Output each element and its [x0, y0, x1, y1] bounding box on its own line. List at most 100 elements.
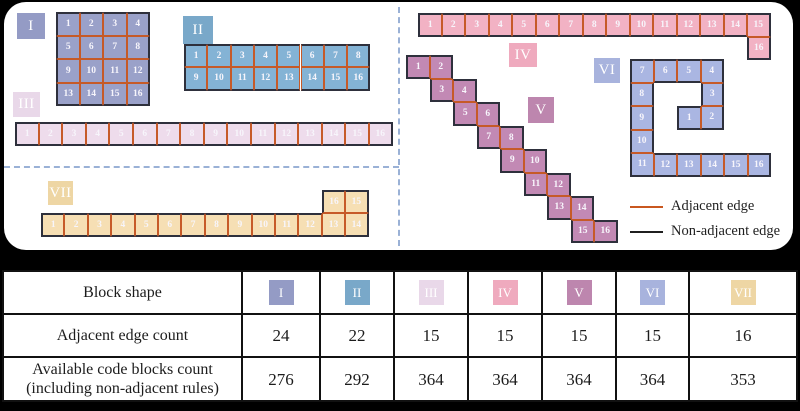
- shape-V-cell-15: 15: [570, 219, 594, 243]
- table-shape-IV-badge: IV: [492, 280, 518, 305]
- shape-II-cell-6: 6: [300, 44, 324, 68]
- shape-III-cell-10: 10: [227, 122, 251, 146]
- shape-VI-cell-13: 13: [677, 153, 701, 177]
- table-badge-cell-VI: VI: [617, 272, 688, 313]
- shape-IV-cell-11: 11: [653, 13, 677, 37]
- shape-I-cell-9: 9: [56, 59, 80, 83]
- legend-label-adjacent-edge: Adjacent edge: [671, 198, 755, 214]
- shape-I-cell-12: 12: [126, 59, 150, 83]
- table-adjacent-count-VII: 16: [690, 315, 796, 356]
- shape-I-cell-6: 6: [79, 35, 103, 59]
- shape-IV-cell-8: 8: [582, 13, 606, 37]
- shape-III-cell-5: 5: [109, 122, 133, 146]
- shape-VII-cell-7: 7: [181, 213, 205, 237]
- shape-I-cell-2: 2: [79, 12, 103, 36]
- shape-II-cell-5: 5: [277, 44, 301, 68]
- table-badge-cell-III: III: [395, 272, 467, 313]
- shape-V-cell-6: 6: [476, 102, 500, 126]
- shape-V-cell-14: 14: [570, 196, 594, 220]
- shape-VII-cell-6: 6: [158, 213, 182, 237]
- shape-VII-cell-9: 9: [228, 213, 252, 237]
- shape-VI-cell-12: 12: [653, 153, 677, 177]
- shape-II-cell-13: 13: [277, 67, 301, 91]
- table-header-available-blocks-blocks_line2: (including non-adjacent rules): [26, 380, 219, 397]
- shape-IV-cell-3: 3: [465, 13, 489, 37]
- shape-III-cell-11: 11: [251, 122, 275, 146]
- shape-III-cell-6: 6: [133, 122, 157, 146]
- table-blocks-count-III: 364: [395, 358, 467, 400]
- legend-label-non-adjacent-edge: Non-adjacent edge: [671, 223, 781, 239]
- shape-VI-cell-10: 10: [630, 129, 654, 153]
- shape-I-cell-1: 1: [56, 12, 80, 36]
- shape-IV-cell-9: 9: [606, 13, 630, 37]
- shape-II-cell-9: 9: [184, 67, 208, 91]
- shape-I-cell-14: 14: [79, 82, 103, 106]
- shape-III-cell-9: 9: [203, 122, 228, 146]
- shape-II-cell-7: 7: [323, 44, 348, 68]
- shape-II-cell-8: 8: [347, 44, 371, 68]
- shape-VII-badge: VII: [48, 181, 73, 205]
- shape-IV-badge: IV: [509, 43, 537, 67]
- shape-III-cell-3: 3: [62, 122, 86, 146]
- shape-V-cell-4: 4: [453, 78, 477, 102]
- shape-V-cell-3: 3: [429, 78, 453, 102]
- shape-V-cell-9: 9: [500, 149, 524, 173]
- shape-IV-cell-5: 5: [512, 13, 536, 37]
- shape-VII-cell-11: 11: [275, 213, 299, 237]
- table-header-available-blocks: Available code blocks count(including no…: [4, 358, 241, 400]
- shape-IV-cell-14: 14: [723, 13, 747, 37]
- shape-IV-cell-2: 2: [441, 13, 465, 37]
- shape-VII-cell-15: 15: [345, 190, 369, 214]
- shape-VII-cell-4: 4: [111, 213, 135, 237]
- shape-III-cell-13: 13: [298, 122, 322, 146]
- shape-IV-cell-4: 4: [488, 13, 512, 37]
- shape-V-cell-5: 5: [453, 102, 477, 126]
- shape-II-badge: II: [183, 16, 213, 44]
- shape-V-cell-7: 7: [476, 125, 500, 149]
- shape-IV-cell-12: 12: [676, 13, 700, 37]
- table-adjacent-count-IV: 15: [469, 315, 541, 356]
- shape-I-badge: I: [17, 13, 45, 39]
- legend-item-non-adjacent-edge: Non-adjacent edge: [630, 219, 780, 244]
- shape-I-cell-7: 7: [103, 35, 127, 59]
- shape-IV-cell-1: 1: [418, 13, 442, 37]
- shape-IV-cell-15: 15: [747, 13, 771, 37]
- table-blocks-count-II: 292: [321, 358, 393, 400]
- shape-III-cell-15: 15: [345, 122, 369, 146]
- shape-III-cell-1: 1: [15, 122, 39, 146]
- non-adjacent-edge-line-icon: [630, 230, 663, 233]
- table-badge-cell-II: II: [321, 272, 393, 313]
- shape-I-cell-10: 10: [79, 59, 103, 83]
- shape-VII-cell-10: 10: [251, 213, 275, 237]
- shape-VI-cell-16: 16: [747, 153, 771, 177]
- shape-VII-cell-16: 16: [321, 190, 346, 214]
- shape-V-cell-11: 11: [523, 172, 547, 196]
- shape-II-cell-2: 2: [207, 44, 231, 68]
- shape-II-cell-3: 3: [230, 44, 254, 68]
- table-shape-I-badge: I: [268, 280, 294, 305]
- table-adjacent-count-II: 22: [321, 315, 393, 356]
- table-blocks-count-VI: 364: [617, 358, 688, 400]
- shape-I-cell-15: 15: [103, 82, 127, 106]
- table-blocks-count-I: 276: [243, 358, 319, 400]
- shape-VII-cell-12: 12: [298, 213, 322, 237]
- shape-V-cell-12: 12: [547, 172, 571, 196]
- table-shape-VII-badge: VII: [730, 280, 756, 305]
- shape-VII-cell-2: 2: [64, 213, 88, 237]
- shape-II-cell-10: 10: [207, 67, 231, 91]
- shape-VI-cell-9: 9: [630, 106, 654, 130]
- table-badge-cell-I: I: [243, 272, 319, 313]
- table-blocks-count-V: 364: [543, 358, 615, 400]
- table-badge-cell-VII: VII: [690, 272, 796, 313]
- table-shape-II-badge: II: [344, 280, 370, 305]
- shape-V-cell-8: 8: [500, 125, 524, 149]
- shape-VII-cell-3: 3: [87, 213, 112, 237]
- shape-III-badge: III: [13, 92, 40, 117]
- shape-III-cell-7: 7: [156, 122, 181, 146]
- table-badge-cell-IV: IV: [469, 272, 541, 313]
- shape-V-cell-2: 2: [429, 55, 453, 79]
- shape-III-cell-16: 16: [369, 122, 393, 146]
- table-blocks-count-VII: 353: [690, 358, 796, 400]
- shape-IV-cell-10: 10: [629, 13, 653, 37]
